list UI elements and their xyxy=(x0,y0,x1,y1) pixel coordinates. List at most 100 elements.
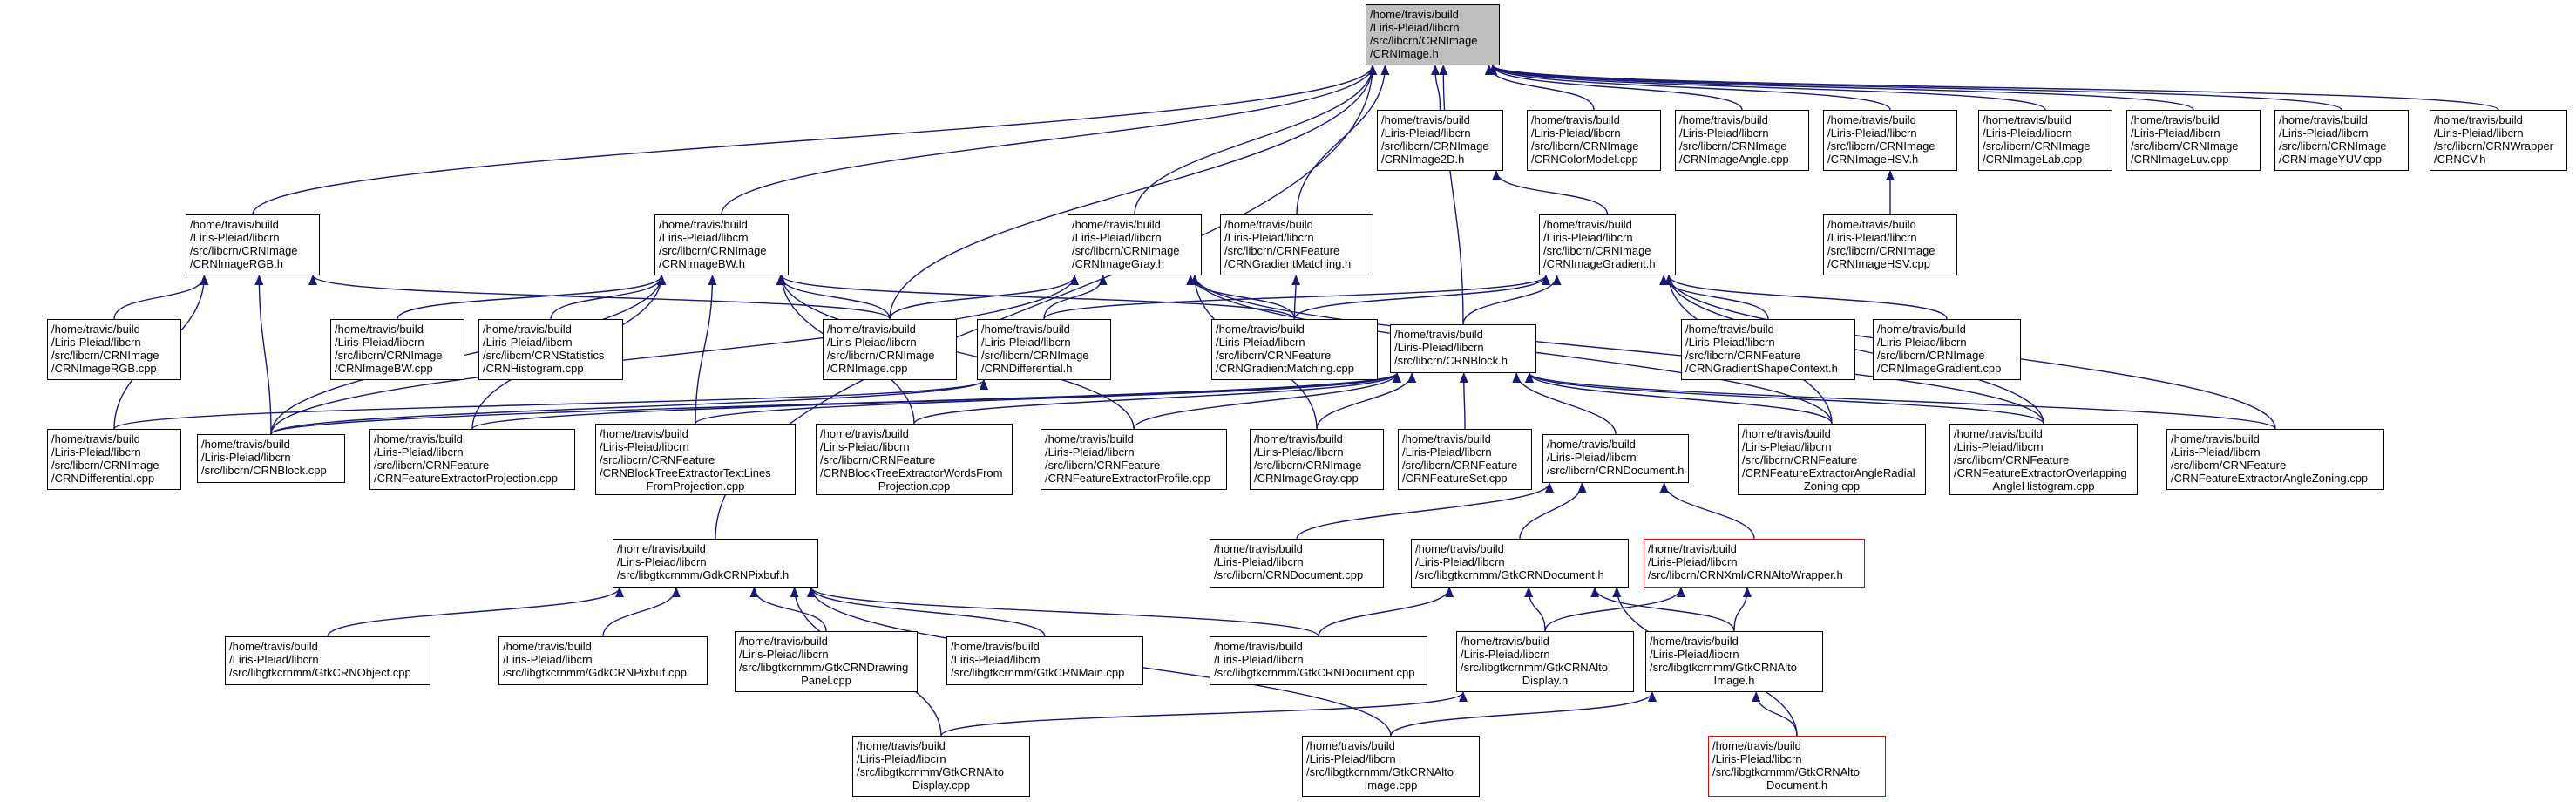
node-blocktree-words-cpp[interactable]: /home/travis/build/Liris-Pleiad/libcrn/s… xyxy=(816,424,1013,495)
node-imagergb-h[interactable]: /home/travis/build/Liris-Pleiad/libcrn/s… xyxy=(186,214,320,275)
node-label-line: /home/travis/build xyxy=(820,427,909,440)
node-label-line: /src/libcrn/CRNFeature xyxy=(1402,459,1518,472)
node-imagegradient-h[interactable]: /home/travis/build/Liris-Pleiad/libcrn/s… xyxy=(1539,214,1676,275)
node-label-line: /Liris-Pleiad/libcrn xyxy=(1216,336,1305,349)
node-gtkcrndocument-cpp[interactable]: /home/travis/build/Liris-Pleiad/libcrn/s… xyxy=(1210,636,1427,685)
node-feature-extractor-projection-cpp[interactable]: /home/travis/build/Liris-Pleiad/libcrn/s… xyxy=(369,429,575,490)
node-crnblock-h[interactable]: /home/travis/build/Liris-Pleiad/libcrn/s… xyxy=(1390,324,1536,373)
node-label-line: /Liris-Pleiad/libcrn xyxy=(827,336,917,349)
node-imagegray-h[interactable]: /home/travis/build/Liris-Pleiad/libcrn/s… xyxy=(1068,214,1202,275)
node-gtkcrndocument-h[interactable]: /home/travis/build/Liris-Pleiad/libcrn/s… xyxy=(1411,539,1629,588)
node-label-line: /Liris-Pleiad/libcrn xyxy=(659,231,749,244)
node-label-line: /src/libcrn/CRNImage xyxy=(1827,139,1935,153)
edge-gtkcrnobject_cpp-to-gdkcrnpixbuf_h xyxy=(327,587,624,637)
node-gradmatching-h[interactable]: /home/travis/build/Liris-Pleiad/libcrn/s… xyxy=(1220,214,1373,275)
node-gtkcrndrawing-panel-cpp[interactable]: /home/travis/build/Liris-Pleiad/libcrn/s… xyxy=(735,631,918,692)
node-imagegradient-cpp[interactable]: /home/travis/build/Liris-Pleiad/libcrn/s… xyxy=(1873,319,2021,380)
node-gtkcrnmain-cpp[interactable]: /home/travis/build/Liris-Pleiad/libcrn/s… xyxy=(946,636,1143,685)
node-label-line: /home/travis/build xyxy=(617,542,706,555)
node-label-line: /src/libcrn/CRNImage xyxy=(1072,244,1180,257)
node-label-line: /src/libcrn/CRNImage xyxy=(981,349,1089,362)
node-blocktree-textlines-cpp[interactable]: /home/travis/build/Liris-Pleiad/libcrn/s… xyxy=(595,424,796,495)
node-label-line: /src/libcrn/CRNFeature xyxy=(820,453,936,466)
node-gtkaltoimage-cpp[interactable]: /home/travis/build/Liris-Pleiad/libcrn/s… xyxy=(1302,736,1480,797)
edge-imagebw_h-to-crnimage_h xyxy=(721,65,1377,215)
node-feature-extractor-overlapping-cpp[interactable]: /home/travis/build/Liris-Pleiad/libcrn/s… xyxy=(1949,424,2138,495)
node-label-line: /Liris-Pleiad/libcrn xyxy=(190,231,280,244)
node-label-line: /src/libgtkcrnmm/GtkCRNAlto xyxy=(857,765,1005,778)
node-imageangle-cpp[interactable]: /home/travis/build/Liris-Pleiad/libcrn/s… xyxy=(1675,110,1809,171)
node-label-line: /home/travis/build xyxy=(1216,323,1305,336)
node-label-line: AngleHistogram.cpp xyxy=(1992,479,2095,493)
node-label-line: /home/travis/build xyxy=(1983,113,2071,126)
node-crnimage-cpp[interactable]: /home/travis/build/Liris-Pleiad/libcrn/s… xyxy=(823,319,957,380)
node-gtkaltodocument-h[interactable]: /home/travis/build/Liris-Pleiad/libcrn/s… xyxy=(1708,736,1886,797)
node-imagelab-cpp[interactable]: /home/travis/build/Liris-Pleiad/libcrn/s… xyxy=(1978,110,2112,171)
node-differential-h[interactable]: /home/travis/build/Liris-Pleiad/libcrn/s… xyxy=(977,319,1111,380)
node-label-line: /home/travis/build xyxy=(981,323,1070,336)
edge-imagegray_cpp-to-crnblock_h xyxy=(1316,372,1417,430)
node-gtkaltodisplay-h[interactable]: /home/travis/build/Liris-Pleiad/libcrn/s… xyxy=(1456,631,1634,692)
node-label-line: /CRNDifferential.h xyxy=(981,362,1073,375)
node-gtkaltoimage-h[interactable]: /home/travis/build/Liris-Pleiad/libcrn/s… xyxy=(1645,631,1823,692)
node-imagebw-h[interactable]: /home/travis/build/Liris-Pleiad/libcrn/s… xyxy=(654,214,789,275)
edge-gtkaltodisplay_h-to-gtkcrndocument_h xyxy=(1524,587,1546,632)
node-crnblock-cpp[interactable]: /home/travis/build/Liris-Pleiad/libcrn/s… xyxy=(197,434,345,483)
node-feature-extractor-anglezoning-cpp[interactable]: /home/travis/build/Liris-Pleiad/libcrn/s… xyxy=(2166,429,2384,490)
node-altowrapper-h[interactable]: /home/travis/build/Liris-Pleiad/libcrn/s… xyxy=(1644,539,1865,588)
node-imagergb-cpp[interactable]: /home/travis/build/Liris-Pleiad/libcrn/s… xyxy=(47,319,181,380)
node-label-line: /home/travis/build xyxy=(951,640,1040,653)
edge-gtkcrndocument_h-to-crndocument_h xyxy=(1519,482,1587,540)
node-label-line: /CRNBlockTreeExtractorWordsFrom xyxy=(820,466,1003,479)
node-label-line: /Liris-Pleiad/libcrn xyxy=(600,440,689,453)
node-label-line: /home/travis/build xyxy=(2171,432,2260,445)
node-label-line: /Liris-Pleiad/libcrn xyxy=(1543,231,1633,244)
node-label-line: /src/libcrn/CRNFeature xyxy=(1224,244,1340,257)
node-imagehsv-cpp[interactable]: /home/travis/build/Liris-Pleiad/libcrn/s… xyxy=(1823,214,1957,275)
node-imagebw-cpp[interactable]: /home/travis/build/Liris-Pleiad/libcrn/s… xyxy=(330,319,464,380)
node-crncv-h[interactable]: /home/travis/build/Liris-Pleiad/libcrn/s… xyxy=(2430,110,2567,171)
node-gdkcrnpixbuf-h[interactable]: /home/travis/build/Liris-Pleiad/libcrn/s… xyxy=(613,539,818,588)
node-histogram-cpp[interactable]: /home/travis/build/Liris-Pleiad/libcrn/s… xyxy=(478,319,623,380)
node-gradshapecontext-h[interactable]: /home/travis/build/Liris-Pleiad/libcrn/s… xyxy=(1681,319,1855,380)
edge-imagegradient_h-to-crnimage2d_h xyxy=(1492,170,1609,215)
node-featureset-cpp[interactable]: /home/travis/build/Liris-Pleiad/libcrn/s… xyxy=(1398,429,1532,490)
node-label-line: /home/travis/build xyxy=(1679,113,1768,126)
node-label-line: /src/libcrn/CRNImage xyxy=(1370,34,1478,47)
node-feature-extractor-profile-cpp[interactable]: /home/travis/build/Liris-Pleiad/libcrn/s… xyxy=(1041,429,1227,490)
node-imageluv-cpp[interactable]: /home/travis/build/Liris-Pleiad/libcrn/s… xyxy=(2126,110,2261,171)
node-label-line: /home/travis/build xyxy=(503,640,592,653)
node-imagegray-cpp[interactable]: /home/travis/build/Liris-Pleiad/libcrn/s… xyxy=(1250,429,1384,490)
edge-crnblock_cpp-to-imagebw_h xyxy=(270,275,666,435)
node-label-line: /CRNImageAngle.cpp xyxy=(1679,153,1789,166)
edge-gtkaltoimage_h-to-gtkcrndocument_h xyxy=(1590,587,1735,632)
node-label-line: /home/travis/build xyxy=(1650,635,1739,648)
node-label-line: /home/travis/build xyxy=(1954,427,2043,440)
node-label-line: /src/libcrn/CRNImage xyxy=(2279,139,2387,153)
edge-differential_h-to-imagegradient_h xyxy=(1043,275,1550,320)
node-label-line: /src/libcrn/CRNFeature xyxy=(1685,349,1801,362)
node-label-line: /Liris-Pleiad/libcrn xyxy=(1461,648,1550,661)
node-crndocument-cpp[interactable]: /home/travis/build/Liris-Pleiad/libcrn/s… xyxy=(1210,539,1384,588)
edge-histogram_cpp-to-imagebw_h xyxy=(550,275,667,320)
node-gdkcrnpixbuf-cpp[interactable]: /home/travis/build/Liris-Pleiad/libcrn/s… xyxy=(498,636,708,685)
node-label-line: /src/libcrn/CRNImage xyxy=(1254,459,1362,472)
node-crndocument-h[interactable]: /home/travis/build/Liris-Pleiad/libcrn/s… xyxy=(1542,434,1689,483)
node-label-line: /Liris-Pleiad/libcrn xyxy=(1827,126,1917,139)
node-imagehsv-h[interactable]: /home/travis/build/Liris-Pleiad/libcrn/s… xyxy=(1823,110,1957,171)
edge-gtkcrndocument_cpp-to-gdkcrnpixbuf_h xyxy=(807,587,1319,637)
node-label-line: /home/travis/build xyxy=(1685,323,1774,336)
node-label-line: /src/libcrn/CRNFeature xyxy=(600,453,715,466)
node-differential-cpp[interactable]: /home/travis/build/Liris-Pleiad/libcrn/s… xyxy=(47,429,181,490)
node-label-line: /Liris-Pleiad/libcrn xyxy=(1650,648,1739,661)
node-feature-extractor-angleradial-cpp[interactable]: /home/travis/build/Liris-Pleiad/libcrn/s… xyxy=(1738,424,1926,495)
node-label-line: /CRNGradientMatching.cpp xyxy=(1216,362,1354,375)
node-label-line: /Liris-Pleiad/libcrn xyxy=(1214,653,1304,666)
node-imageyuv-cpp[interactable]: /home/travis/build/Liris-Pleiad/libcrn/s… xyxy=(2274,110,2409,171)
node-gradmatching-cpp[interactable]: /home/travis/build/Liris-Pleiad/libcrn/s… xyxy=(1211,319,1378,380)
node-gtkaltodisplay-cpp[interactable]: /home/travis/build/Liris-Pleiad/libcrn/s… xyxy=(852,736,1030,797)
node-colormodel-cpp[interactable]: /home/travis/build/Liris-Pleiad/libcrn/s… xyxy=(1527,110,1661,171)
node-label-line: /home/travis/build xyxy=(2131,113,2220,126)
node-gtkcrnobject-cpp[interactable]: /home/travis/build/Liris-Pleiad/libcrn/s… xyxy=(225,636,430,685)
node-crnimage2d-h[interactable]: /home/travis/build/Liris-Pleiad/libcrn/s… xyxy=(1377,110,1503,171)
